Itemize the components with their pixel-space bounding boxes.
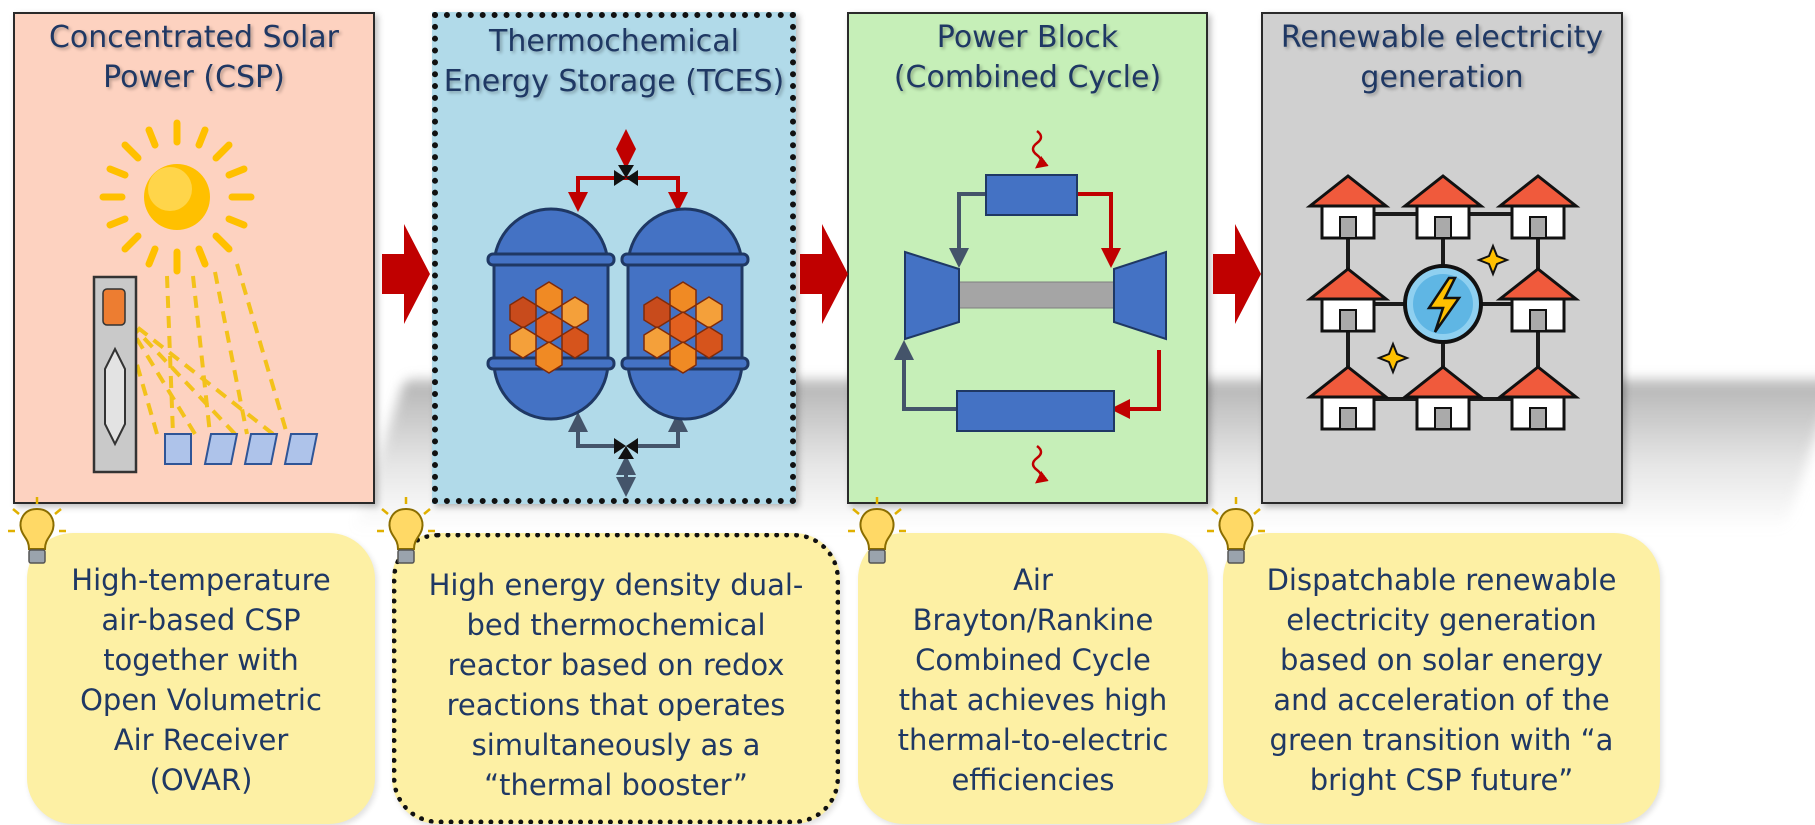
panel-title-power-block: Power Block (Combined Cycle) xyxy=(893,20,1162,95)
note-power-block: Air Brayton/Rankine Combined Cycle that … xyxy=(858,533,1208,824)
sun-ray-lines xyxy=(121,263,289,436)
panel-title-tces: Thermochemical Energy Storage (TCES) xyxy=(443,24,785,99)
lightbulb-icon xyxy=(377,497,435,564)
note-renewable-electricity: Dispatchable renewable electricity gener… xyxy=(1223,533,1660,824)
process-arrow-icon xyxy=(1213,224,1261,324)
power-block-illustration xyxy=(894,130,1167,484)
house-icon xyxy=(1305,174,1581,431)
process-arrow-icon xyxy=(800,224,848,324)
lightbulb-icon xyxy=(1207,497,1265,564)
process-arrow-icon xyxy=(382,224,430,324)
heat-exchanger-icon xyxy=(985,174,1078,216)
heliostat-icon xyxy=(164,433,319,465)
cold-flow-lines xyxy=(894,192,986,411)
reactor-vessel-icon xyxy=(486,207,750,421)
note-power-block-text: Air Brayton/Rankine Combined Cycle that … xyxy=(897,563,1169,797)
panel-title-csp: Concentrated Solar Power (CSP) xyxy=(48,20,339,95)
note-tces: High energy density dual- bed thermochem… xyxy=(392,533,840,824)
note-tces-text: High energy density dual- bed thermochem… xyxy=(428,568,804,802)
csp-illustration xyxy=(92,119,319,474)
tces-illustration xyxy=(486,129,750,497)
note-csp-text: High-temperature air-based CSP together … xyxy=(71,563,331,797)
cold-flow-lines xyxy=(568,412,688,497)
solar-receiver-tower-icon xyxy=(92,275,138,474)
heat-wave-icon xyxy=(1031,130,1049,484)
three-way-valve-icon xyxy=(614,165,638,459)
shaft xyxy=(958,281,1115,309)
lightbulb-icon xyxy=(848,497,906,564)
lightbulb-icon xyxy=(8,497,66,564)
note-renewable-electricity-text: Dispatchable renewable electricity gener… xyxy=(1266,563,1617,797)
compressor-icon xyxy=(904,250,960,341)
turbine-icon xyxy=(1113,250,1167,341)
lightning-bolt-icon xyxy=(1403,264,1483,344)
panel-renewable-electricity: Renewable electricity generation xyxy=(1261,12,1623,504)
panel-title-renewable-electricity: Renewable electricity generation xyxy=(1280,20,1604,95)
heat-exchanger-icon xyxy=(956,390,1115,432)
grid-illustration xyxy=(1305,174,1581,431)
note-csp: High-temperature air-based CSP together … xyxy=(27,533,375,824)
panel-power-block: Power Block (Combined Cycle) xyxy=(847,12,1208,504)
sun-icon xyxy=(99,119,255,275)
panel-tces: Thermochemical Energy Storage (TCES) xyxy=(432,12,796,504)
panel-csp: Concentrated Solar Power (CSP) xyxy=(13,12,375,504)
hot-flow-lines xyxy=(1077,192,1161,419)
sparkle-icon xyxy=(1376,243,1510,375)
